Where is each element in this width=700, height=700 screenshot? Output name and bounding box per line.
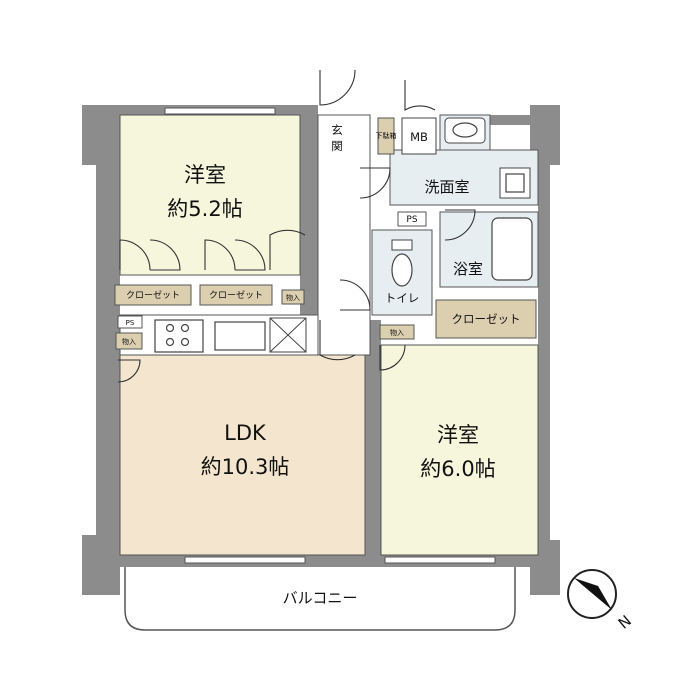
closet-1-box [114, 284, 192, 306]
balcony-outline [124, 567, 516, 631]
ps-box-2 [397, 211, 427, 227]
bathtub [491, 217, 533, 281]
ldk-size: 約10.3帖 [201, 455, 290, 479]
closet-1-label: クローゼット [126, 289, 180, 301]
closet-3-box [435, 299, 537, 339]
ps-label-2: PS [406, 215, 417, 225]
storage-1-box [281, 289, 305, 305]
stove [154, 319, 204, 353]
mb-label: MB [410, 130, 428, 144]
fridge-space [269, 317, 307, 353]
toilet-bowl [391, 253, 413, 287]
storage-3-label: 物入 [390, 328, 404, 337]
storage-1-label: 物入 [286, 293, 300, 302]
balcony-label: バルコニー [283, 589, 358, 607]
shoe-box-label: 下駄箱 [376, 131, 397, 140]
western-room-2-size: 約6.0帖 [420, 457, 495, 481]
kitchen-sink [214, 321, 266, 351]
entrance-label-2: 関 [331, 139, 343, 153]
western-room-2 [380, 344, 539, 556]
washroom-label: 洗面室 [424, 178, 469, 196]
ps-label-1: PS [126, 319, 135, 327]
closet-2-box [199, 284, 273, 306]
storage-2-box [115, 332, 143, 350]
shoe-box-rect [377, 117, 395, 155]
compass-needle [574, 578, 612, 610]
western-room-1-name: 洋室 [184, 163, 226, 187]
compass-circle [567, 569, 617, 619]
compass: N [567, 569, 635, 633]
doors [117, 69, 476, 383]
mb-box [401, 117, 437, 155]
ps-box-1 [117, 315, 143, 329]
western-room-1-size: 約5.2帖 [167, 197, 242, 221]
western-room-1 [119, 114, 301, 276]
western-room-2-name: 洋室 [437, 423, 479, 447]
entrance-label-1: 玄 [331, 123, 343, 137]
washbasin [444, 117, 486, 144]
storage-2-label: 物入 [122, 337, 136, 346]
bathroom-label: 浴室 [453, 260, 483, 278]
ldk-name: LDK [224, 421, 267, 445]
closet-3-label: クローゼット [452, 312, 521, 326]
hallway [317, 114, 371, 356]
washing-machine [499, 167, 531, 199]
storage-3-box [379, 324, 415, 340]
compass-label: N [615, 612, 635, 633]
closet-2-label: クローゼット [209, 289, 263, 301]
toilet-label: トイレ [385, 291, 420, 305]
windows [164, 107, 496, 564]
ldk-room [119, 354, 366, 556]
